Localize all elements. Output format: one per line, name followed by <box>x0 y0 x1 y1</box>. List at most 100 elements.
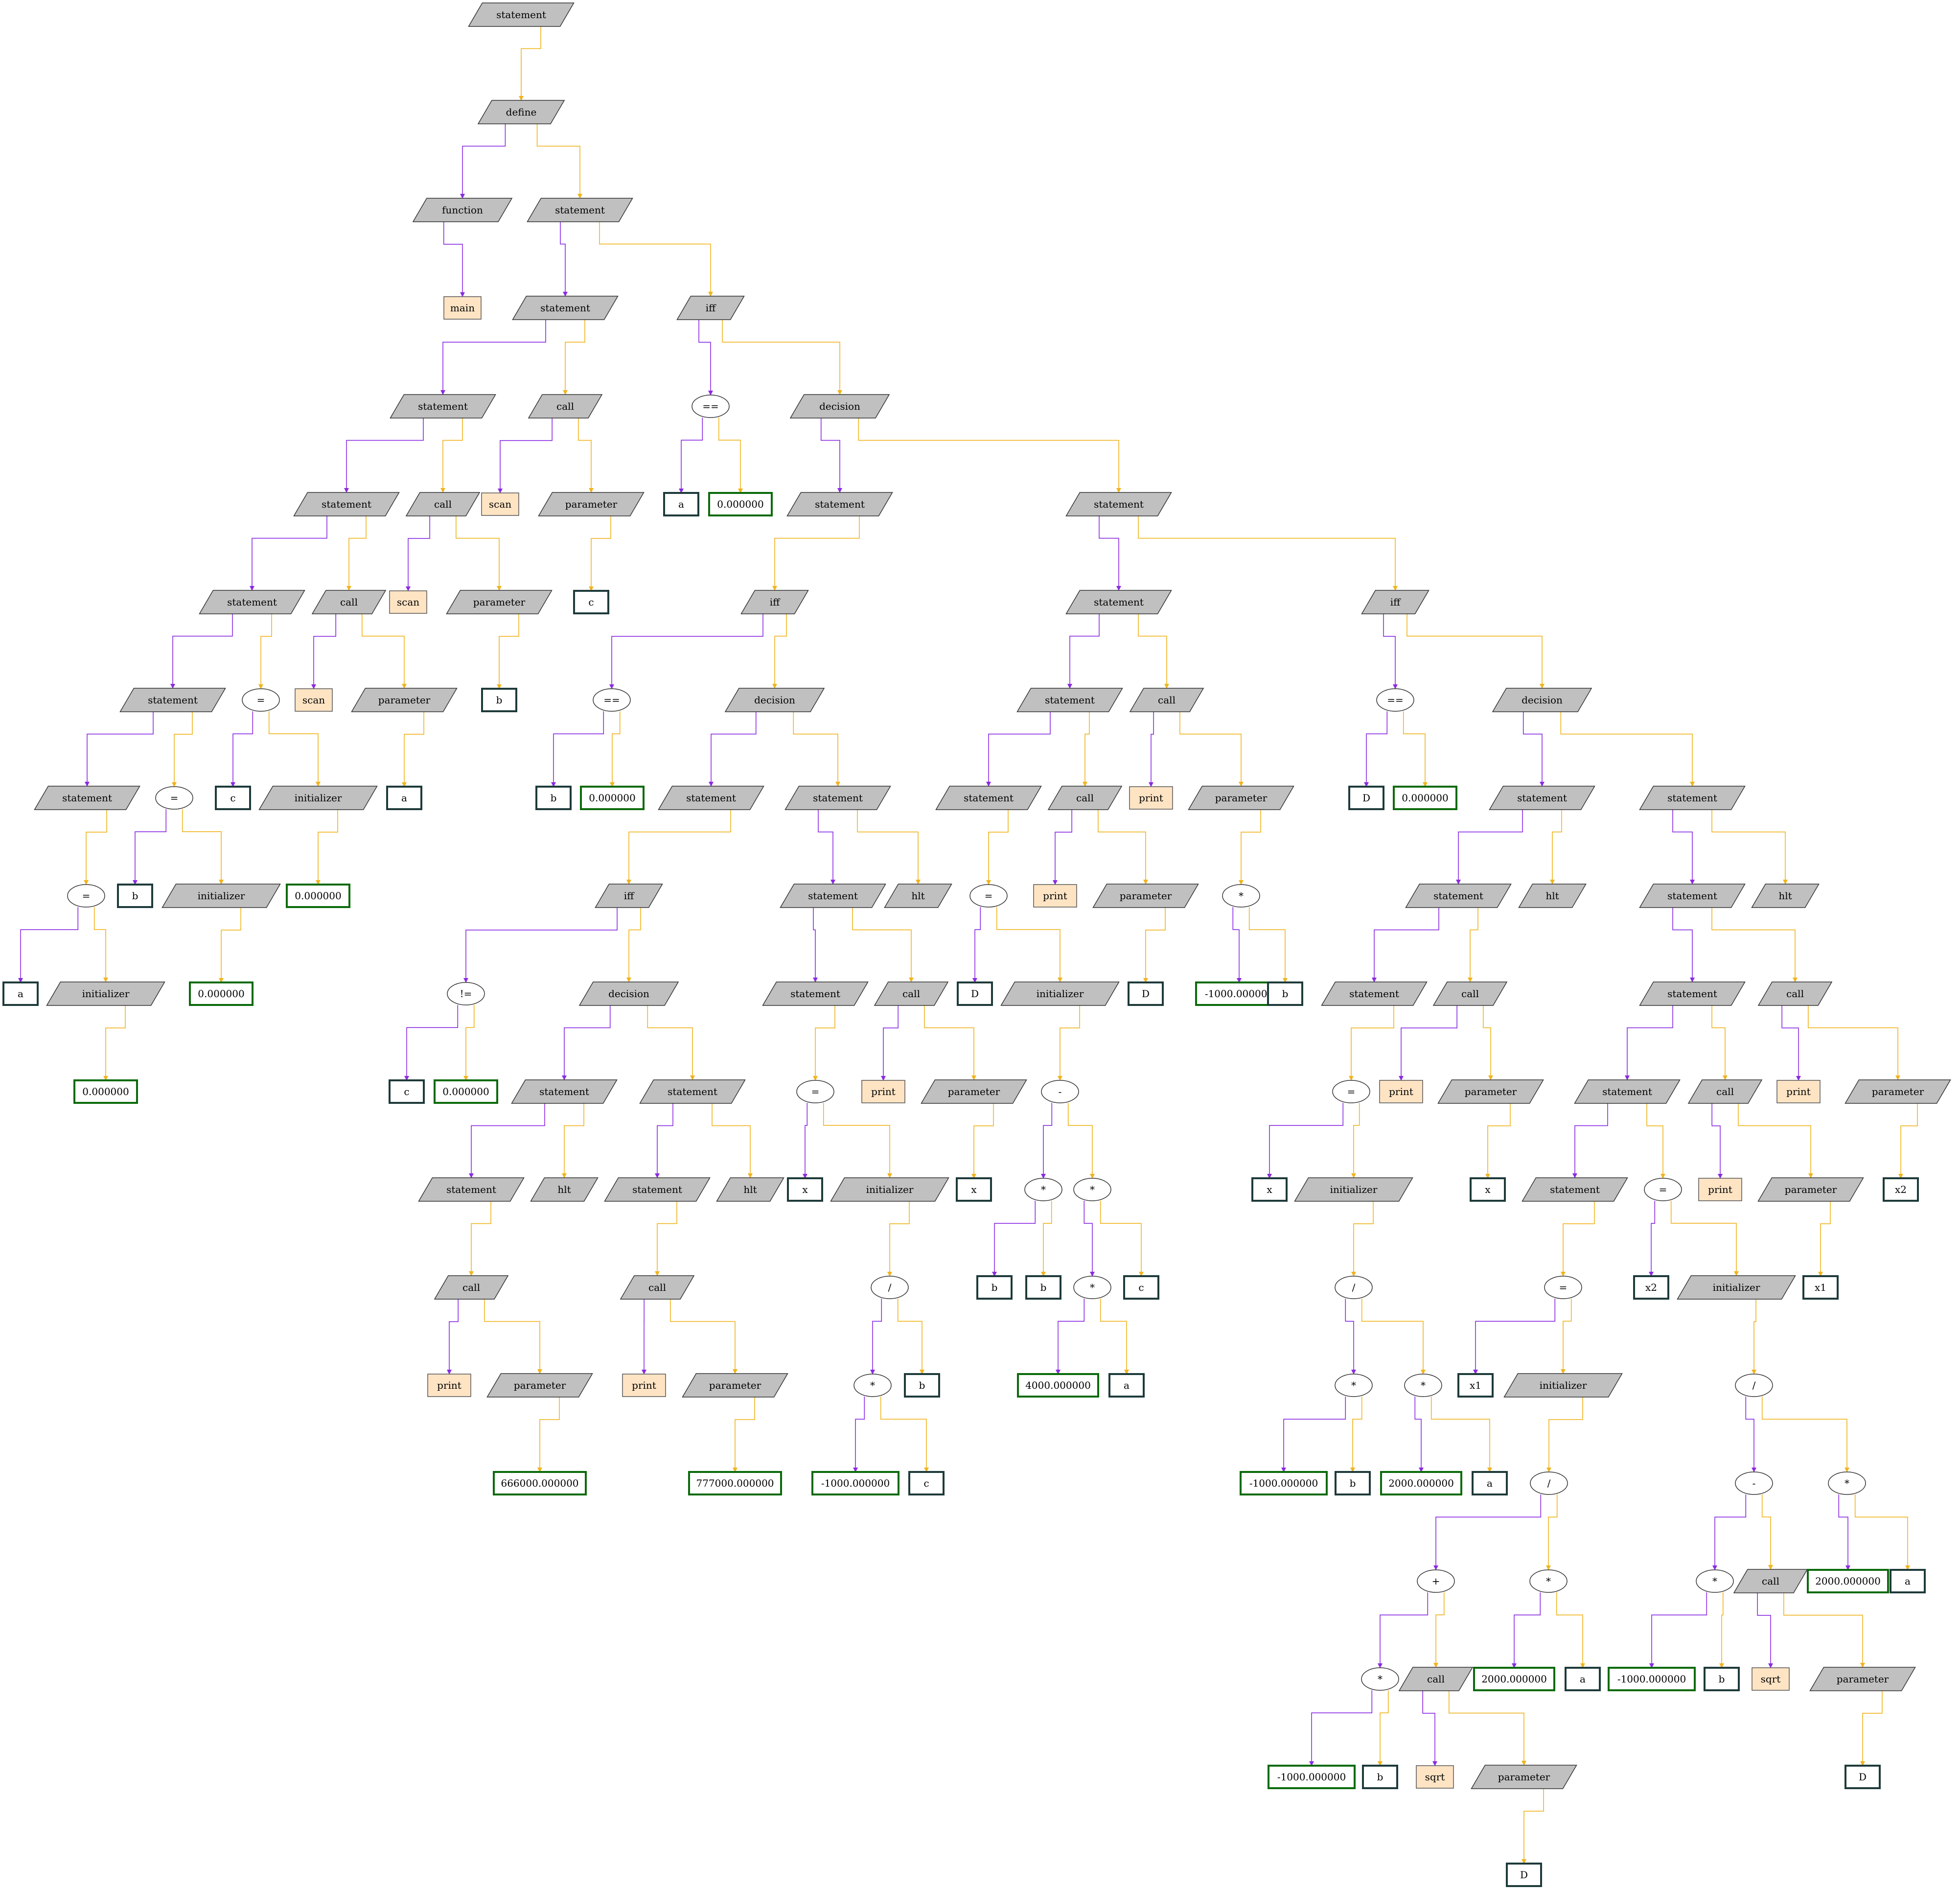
number-shape <box>1017 1373 1099 1398</box>
node-variable: a <box>1108 1373 1145 1398</box>
statement-shape <box>780 884 886 908</box>
edge-right <box>852 908 914 982</box>
node-label: call <box>1762 1575 1779 1587</box>
node-statement: statement <box>1574 1079 1681 1104</box>
node-statement: parameter <box>1188 786 1294 810</box>
node-label: statement <box>813 792 863 804</box>
node-label: = <box>1659 1184 1667 1195</box>
node-label: statement <box>790 988 840 1000</box>
variable-shape <box>1335 1471 1371 1495</box>
edge-left <box>1649 1201 1656 1277</box>
node-label: b <box>496 694 503 706</box>
node-operator: * <box>1073 1276 1111 1299</box>
edge-right <box>172 712 193 787</box>
node-statement: parameter <box>351 688 458 712</box>
node-function: scan <box>389 590 427 614</box>
statement-shape <box>1574 1079 1681 1104</box>
edge-right <box>626 908 641 982</box>
statement-shape <box>874 981 949 1006</box>
edge-left <box>986 712 1051 787</box>
node-operator: = <box>242 688 280 712</box>
edge-left <box>1745 1397 1756 1472</box>
node-statement: parameter <box>446 590 553 614</box>
edge-right <box>519 26 541 101</box>
node-statement: statement <box>119 688 226 712</box>
node-label: 0.000000 <box>1402 792 1448 804</box>
variable-shape <box>1890 1569 1926 1593</box>
number-shape <box>1240 1471 1328 1495</box>
statement-shape <box>921 1079 1027 1104</box>
edge-left <box>972 907 981 983</box>
node-label: parameter <box>1120 890 1172 902</box>
edge-left <box>1572 1103 1608 1178</box>
node-variable: D <box>957 981 993 1006</box>
node-operator: == <box>593 688 631 712</box>
node-label: print <box>1389 1086 1413 1097</box>
node-statement: parameter <box>1809 1667 1916 1691</box>
operator-shape <box>155 786 193 810</box>
node-statement: statement <box>468 2 575 27</box>
edge-right <box>1351 1103 1360 1178</box>
node-function: print <box>1033 884 1077 908</box>
edge-left <box>1383 614 1398 689</box>
operator-shape <box>1376 688 1414 712</box>
variable-shape <box>389 1079 425 1104</box>
edge-left <box>1232 907 1242 983</box>
edge-right <box>626 810 731 885</box>
statement-shape <box>293 492 400 516</box>
edge-right <box>589 516 611 591</box>
edge-right <box>1556 1592 1585 1668</box>
node-label: b <box>1282 988 1289 1000</box>
edge-right <box>924 1005 976 1080</box>
statement-shape <box>789 394 890 419</box>
variable-shape <box>573 590 609 614</box>
node-operator: == <box>692 395 730 418</box>
node-variable: c <box>215 786 251 810</box>
node-label: x <box>1485 1184 1491 1195</box>
node-label: statement <box>148 694 198 706</box>
edge-left <box>1053 810 1072 885</box>
edge-left <box>440 320 546 395</box>
node-function: scan <box>295 688 333 712</box>
node-label: 0.000000 <box>82 1086 129 1097</box>
number-shape <box>1380 1471 1462 1495</box>
node-variable: x1 <box>1457 1373 1494 1398</box>
statement-shape <box>1188 786 1294 810</box>
node-label: x <box>802 1184 808 1195</box>
node-label: initializer <box>1540 1379 1587 1391</box>
node-variable: b <box>481 688 517 712</box>
node-statement: call <box>1432 981 1508 1006</box>
variable-shape <box>535 786 572 810</box>
node-operator: * <box>1222 884 1260 908</box>
number-shape <box>1608 1667 1696 1691</box>
statement-shape <box>762 981 869 1006</box>
statement-shape <box>1405 884 1512 908</box>
edge-right <box>537 1397 560 1472</box>
function-shape <box>389 590 427 614</box>
variable-shape <box>1506 1863 1542 1887</box>
statement-shape <box>1757 1177 1864 1202</box>
edge-right <box>219 908 241 983</box>
edge-left <box>560 222 568 297</box>
edge-right <box>858 418 1121 493</box>
statement-shape <box>1503 1373 1623 1398</box>
node-label: x1 <box>1470 1379 1481 1391</box>
edge-right <box>1239 810 1261 885</box>
edge-right <box>1854 1494 1910 1570</box>
node-variable: a <box>663 492 699 516</box>
node-statement: call <box>1047 786 1123 810</box>
edge-left <box>1512 1592 1541 1668</box>
statement-shape <box>311 590 387 614</box>
number-shape <box>688 1471 782 1495</box>
node-statement: decision <box>789 394 890 419</box>
node-label: -1000.000000 <box>1277 1771 1346 1783</box>
node-function: print <box>622 1374 666 1397</box>
node-label: statement <box>1667 988 1717 1000</box>
node-label: 666000.000000 <box>501 1477 578 1489</box>
statement-shape <box>486 1373 593 1398</box>
node-statement: statement <box>762 981 869 1006</box>
node-operator: * <box>1073 1178 1111 1201</box>
node-label: statement <box>1602 1086 1652 1097</box>
node-variable: c <box>908 1471 945 1495</box>
node-label: * <box>870 1379 875 1391</box>
